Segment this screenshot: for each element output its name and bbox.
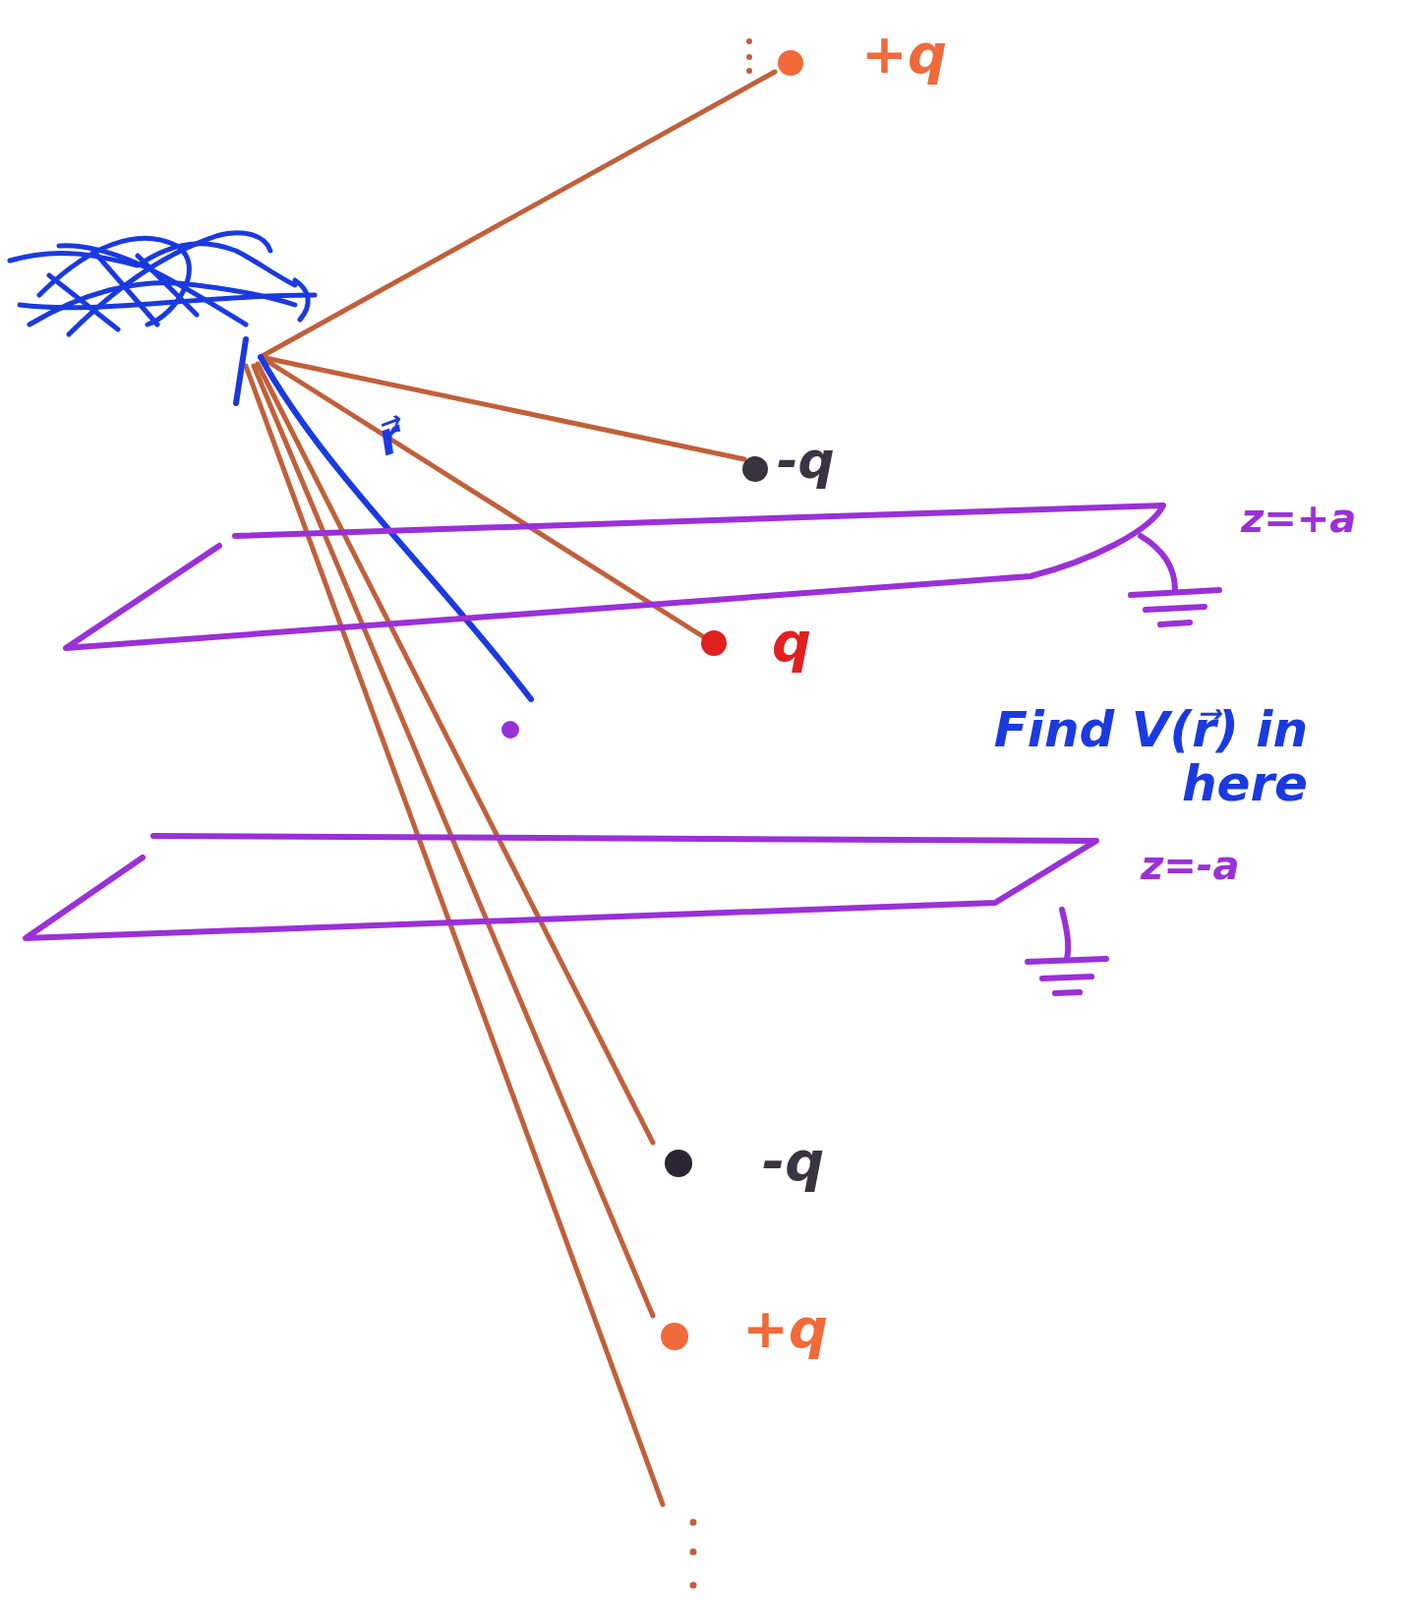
scribble	[9, 233, 315, 335]
image-charge	[664, 1149, 693, 1178]
task-note: Find V(r⃗) in here	[865, 703, 1308, 812]
distance-lines	[245, 71, 775, 1505]
position-vector	[235, 339, 246, 404]
charge-label: -q	[762, 1130, 825, 1192]
conducting-plate	[25, 835, 1107, 994]
point-charge	[701, 630, 727, 656]
image-charge	[777, 50, 804, 76]
charge-label: +q	[742, 1297, 828, 1359]
image-charge	[660, 1322, 689, 1351]
field-point	[501, 720, 520, 739]
vector-label: r⃗	[370, 411, 410, 466]
plane-label: z=-a	[1140, 843, 1239, 887]
conducting-plate	[65, 505, 1220, 648]
charge-label: -q	[776, 432, 835, 489]
charge-label: +q	[861, 23, 947, 85]
charge-label: q	[771, 611, 812, 673]
image-charge	[742, 456, 768, 482]
plane-label: z=+a	[1240, 496, 1356, 540]
